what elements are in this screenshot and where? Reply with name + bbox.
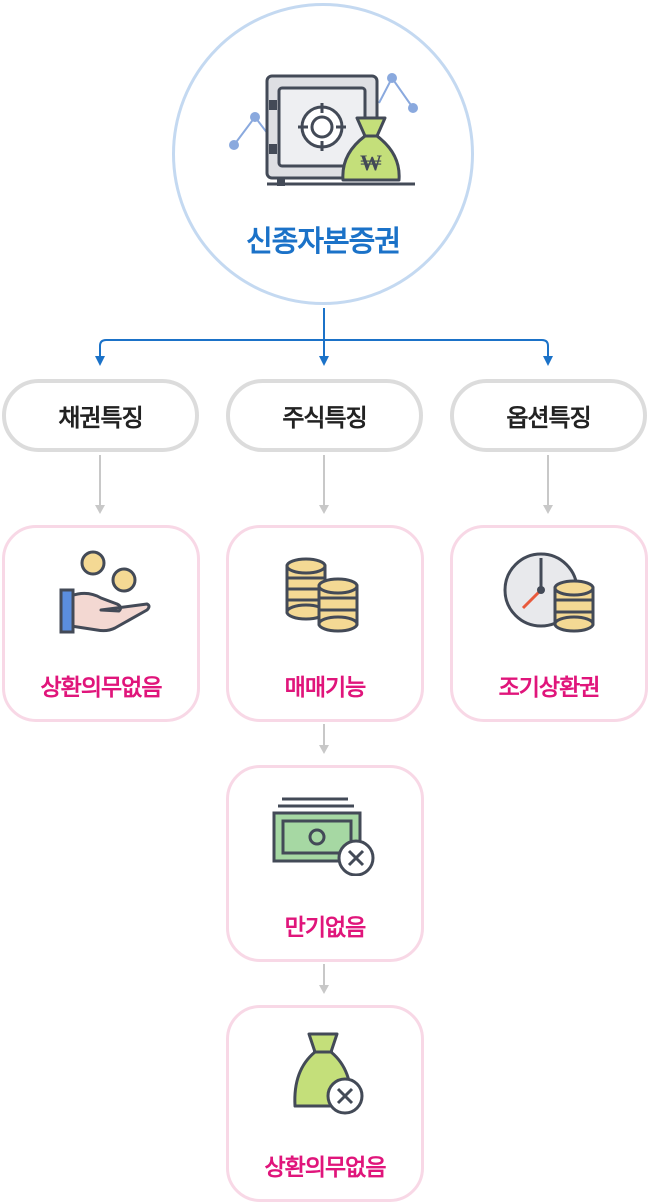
feature-label: 조기상환권 bbox=[498, 675, 601, 701]
feature-card-stock-no-repayment: 상환의무없음 bbox=[226, 1005, 424, 1202]
hand-with-coins-icon bbox=[5, 546, 197, 636]
category-bond-features: 채권특징 bbox=[2, 379, 199, 452]
category-option-features: 옵션특징 bbox=[450, 379, 647, 452]
gray-arrowheads bbox=[95, 505, 553, 994]
feature-card-bond-no-repayment: 상환의무없음 bbox=[2, 525, 200, 722]
banknote-cancel-icon bbox=[229, 786, 421, 876]
svg-text:₩: ₩ bbox=[360, 150, 382, 175]
feature-card-option-early-redemption: 조기상환권 bbox=[450, 525, 648, 722]
blue-branch-connector bbox=[99, 308, 549, 356]
root-title: 신종자본증권 bbox=[245, 224, 401, 258]
clock-with-coins-icon bbox=[453, 546, 645, 636]
money-bag-cancel-icon bbox=[229, 1026, 421, 1116]
feature-label: 상환의무없음 bbox=[264, 1155, 387, 1181]
feature-card-stock-tradable: 매매기능 bbox=[226, 525, 424, 722]
blue-arrowheads bbox=[95, 356, 553, 366]
gray-connectors bbox=[99, 455, 549, 985]
feature-label: 만기없음 bbox=[284, 915, 367, 941]
feature-label: 매매기능 bbox=[284, 675, 367, 701]
feature-card-stock-no-maturity: 만기없음 bbox=[226, 765, 424, 962]
category-stock-features: 주식특징 bbox=[226, 379, 423, 452]
safe-with-money-bag-icon: ₩ bbox=[229, 70, 419, 196]
feature-label: 상환의무없음 bbox=[40, 675, 163, 701]
root-node: ₩ 신종자본증권 bbox=[172, 3, 474, 305]
coin-stacks-icon bbox=[229, 546, 421, 636]
